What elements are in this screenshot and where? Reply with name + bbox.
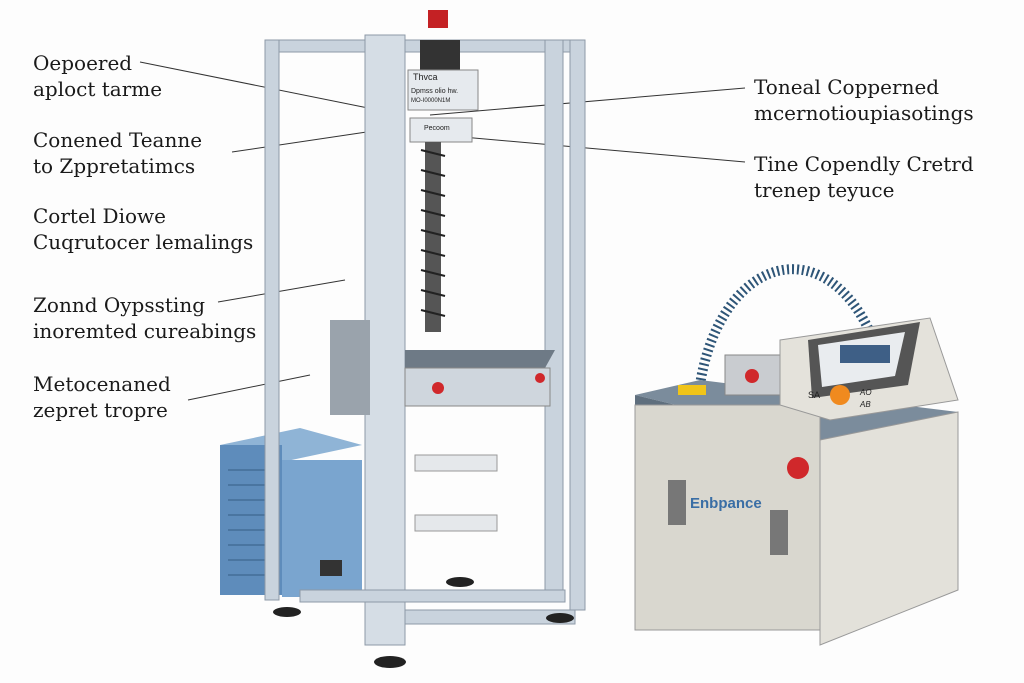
brand-label: Enbpance <box>690 495 762 512</box>
callout-line: Tine Copendly Cretrd <box>754 152 974 176</box>
callout-line: zepret tropre <box>33 398 168 422</box>
connector-icon <box>320 560 342 576</box>
leader-line <box>139 61 379 111</box>
feet <box>273 577 574 668</box>
dial-knob <box>830 385 850 405</box>
rail <box>414 454 498 472</box>
blue-enclosure <box>220 428 362 597</box>
red-button <box>535 373 545 383</box>
panel-label: AB <box>860 400 871 409</box>
nameplate-title: Thvca <box>413 72 438 82</box>
leader-line <box>439 134 746 163</box>
callout-line: mcernotioupiasotings <box>754 101 974 125</box>
load-cell <box>420 40 460 70</box>
cable-arc <box>695 264 890 386</box>
door-latch <box>770 510 788 555</box>
leader-line <box>429 87 746 116</box>
callout-line: inoremted cureabings <box>33 319 257 343</box>
work-table <box>405 350 555 368</box>
emergency-stop <box>787 457 809 479</box>
red-button <box>745 369 759 383</box>
lead-screw <box>420 142 446 332</box>
door-latch <box>668 480 686 525</box>
callout-line: Toneal Copperned <box>754 75 940 99</box>
nameplate-line: Dpmss olio hw. <box>411 88 459 95</box>
nameplate <box>407 69 479 111</box>
callout-line: Conened Teanne <box>33 128 203 152</box>
leader-line <box>217 279 346 303</box>
callout-line: trenep teyuce <box>754 178 895 202</box>
nameplate-line: MO-I0000N1M <box>411 98 451 104</box>
callout-line: Zonnd Oypssting <box>33 293 206 317</box>
callout-line: Cortel Diowe <box>33 204 166 228</box>
leader-line <box>231 129 381 153</box>
callout-line: Metocenaned <box>33 372 171 396</box>
indicator-light <box>428 10 448 28</box>
small-plate-label: Pecoom <box>424 125 450 132</box>
control-cabinet <box>634 317 959 646</box>
callout-line: to Zppretatimcs <box>33 154 196 178</box>
small-plate <box>409 117 473 143</box>
panel-label: AO <box>860 388 872 397</box>
rail <box>414 514 498 532</box>
leader-line <box>187 374 311 401</box>
side-actuator <box>330 320 370 415</box>
red-button <box>432 382 444 394</box>
callout-line: aploct tarme <box>33 77 163 101</box>
callout-line: Cuqrutocer lemalings <box>33 230 254 254</box>
callout-line: Oepoered <box>33 51 133 75</box>
control-strip <box>404 367 551 407</box>
leader-lines <box>139 61 746 401</box>
panel-label: SA <box>808 390 821 400</box>
sample-holder <box>678 385 706 395</box>
